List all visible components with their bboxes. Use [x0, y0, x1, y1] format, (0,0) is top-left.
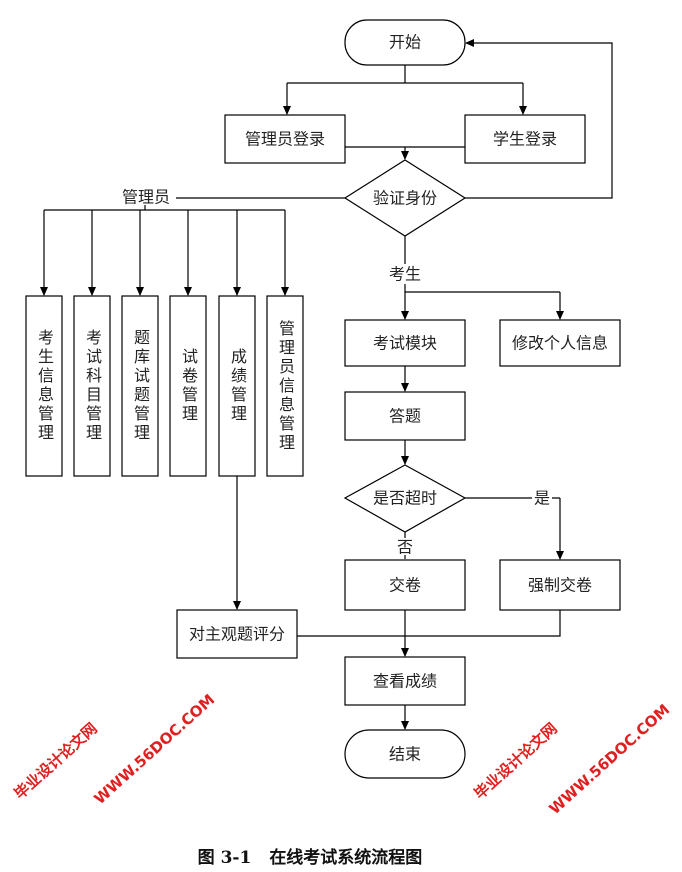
- admin-login-label: 管理员登录: [245, 130, 325, 149]
- caption-number: 图 3-1: [198, 848, 252, 868]
- watermark-url: WWW.56DOC.COM: [91, 690, 219, 807]
- edit-info-box: [499, 319, 621, 367]
- admin-module-label: 考生信息管理: [35, 329, 54, 443]
- grade-subjective-box: [176, 609, 298, 659]
- module-cell: 管理员信息管理: [267, 296, 303, 476]
- watermark-text: 毕业设计论文网: [471, 719, 561, 803]
- figure-caption: 图 3-1 在线考试系统流程图: [198, 847, 423, 868]
- exam-module-label: 考试模块: [373, 334, 437, 353]
- connectors: [40, 39, 613, 730]
- admin-module-label: 题库试题管理: [131, 329, 150, 443]
- student-branch-label: 考生: [389, 265, 421, 284]
- verify-diamond: [343, 159, 467, 237]
- no-label: 否: [397, 538, 413, 557]
- watermarks: 毕业设计论文网 WWW.56DOC.COM 毕业设计论文网 WWW.56DOC.…: [11, 690, 674, 817]
- force-submit-box: [499, 559, 621, 611]
- force-submit-label: 强制交卷: [528, 576, 592, 595]
- admin-module-label: 管理员信息管理: [276, 319, 295, 453]
- exam-module-box: [344, 319, 466, 367]
- start-terminal: [344, 19, 466, 66]
- submit-label: 交卷: [389, 576, 421, 595]
- module-cell: 考生信息管理: [26, 296, 62, 476]
- admin-module-label: 成绩管理: [228, 348, 247, 424]
- end-label: 结束: [389, 745, 421, 764]
- watermark-text: 毕业设计论文网: [11, 719, 101, 803]
- watermark-url: WWW.56DOC.COM: [546, 700, 674, 817]
- module-box: [218, 295, 256, 477]
- view-score-box: [344, 656, 466, 706]
- answer-label: 答题: [389, 407, 421, 426]
- module-box: [121, 295, 159, 477]
- edit-info-label: 修改个人信息: [512, 334, 608, 353]
- end-terminal: [344, 729, 466, 779]
- module-cell: 成绩管理: [219, 296, 255, 476]
- module-box: [169, 295, 207, 477]
- admin-module-label: 考试科目管理: [83, 329, 102, 443]
- module-box: [25, 295, 63, 477]
- admin-login-box: [224, 114, 346, 164]
- admin-module-label: 试卷管理: [179, 348, 198, 424]
- module-box: [73, 295, 111, 477]
- admin-branch-label: 管理员: [122, 188, 170, 207]
- module-box: [266, 295, 304, 477]
- verify-label: 验证身份: [373, 189, 437, 208]
- student-login-box: [464, 114, 586, 164]
- module-cell: 试卷管理: [170, 296, 206, 476]
- grade-subjective-label: 对主观题评分: [189, 625, 285, 644]
- yes-label: 是: [534, 489, 550, 508]
- start-label: 开始: [389, 33, 421, 52]
- timeout-label: 是否超时: [373, 489, 437, 508]
- answer-box: [344, 391, 466, 441]
- student-login-label: 学生登录: [493, 130, 557, 149]
- module-cell: 考试科目管理: [74, 296, 110, 476]
- timeout-diamond: [343, 464, 467, 533]
- caption-title: 在线考试系统流程图: [269, 847, 422, 868]
- module-cell: 题库试题管理: [122, 296, 158, 476]
- view-score-label: 查看成绩: [373, 672, 437, 691]
- submit-box: [344, 559, 466, 611]
